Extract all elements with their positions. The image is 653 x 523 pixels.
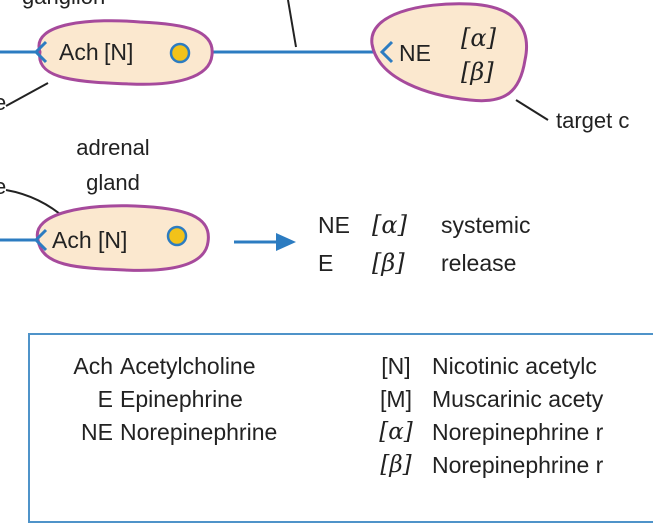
legend-name-acetylcholine: Acetylcholine bbox=[120, 353, 256, 379]
release-abbr-ne: NE bbox=[318, 212, 350, 238]
left-label-1: e bbox=[0, 90, 6, 115]
diagram-canvas: ganglion Ach [N] e NE [α] [β] target c a… bbox=[0, 0, 629, 277]
adrenal-receptor: [N] bbox=[98, 227, 127, 253]
adrenal-synapse-icon bbox=[33, 228, 48, 252]
legend-receptor-n: [N] bbox=[381, 353, 411, 379]
adrenal-label-line2: gland bbox=[86, 170, 140, 195]
legend-receptor-name-column: Nicotinic acetylc Muscarinic acety Norep… bbox=[432, 350, 603, 482]
target-cell bbox=[370, 2, 528, 103]
legend-receptor-alpha: [α] bbox=[379, 419, 413, 445]
legend-receptor-name-beta: Norepinephrine r bbox=[432, 452, 604, 478]
pointer-line-target bbox=[515, 99, 549, 121]
ganglion-terminal-icon bbox=[169, 42, 191, 64]
release-abbr-e: E bbox=[318, 250, 333, 276]
legend-abbr-ne: NE bbox=[81, 419, 113, 445]
pointer-line-left-1 bbox=[5, 82, 49, 107]
legend-receptor-name-nicotinic: Nicotinic acetylc bbox=[432, 353, 597, 379]
left-label-2: e bbox=[0, 174, 6, 199]
release-arrow-icon bbox=[276, 233, 296, 251]
adrenal-cell bbox=[35, 204, 210, 272]
release-text-release: release bbox=[441, 250, 516, 276]
legend-abbreviation-column: Ach E NE bbox=[47, 350, 113, 449]
adrenal-neurotransmitter: Ach bbox=[52, 227, 92, 253]
legend-receptor-symbol-column: [N] [M] [α] [β] bbox=[368, 350, 424, 482]
target-synapse-icon bbox=[379, 40, 394, 64]
target-receptor-alpha: [α] bbox=[461, 24, 497, 52]
release-receptor-beta: [β] bbox=[372, 249, 405, 277]
adrenal-label-line1: adrenal bbox=[76, 135, 149, 160]
target-receptor-beta: [β] bbox=[461, 58, 494, 86]
legend-abbr-ach: Ach bbox=[73, 353, 113, 379]
legend-receptor-name-muscarinic: Muscarinic acety bbox=[432, 386, 604, 412]
legend-receptor-beta: [β] bbox=[380, 452, 412, 478]
ganglion-synapse-icon bbox=[33, 40, 48, 64]
release-receptor-alpha: [α] bbox=[372, 211, 408, 239]
ganglion-receptor: [N] bbox=[104, 39, 133, 65]
ganglion-cell bbox=[37, 19, 214, 86]
target-neurotransmitter: NE bbox=[399, 40, 431, 66]
legend-receptor-name-alpha: Norepinephrine r bbox=[432, 419, 604, 445]
legend-name-epinephrine: Epinephrine bbox=[120, 386, 243, 412]
adrenal-terminal-icon bbox=[166, 225, 188, 247]
top-partial-label: ganglion bbox=[22, 0, 105, 9]
legend-abbr-e: E bbox=[97, 386, 113, 412]
legend-name-column: Acetylcholine Epinephrine Norepinephrine bbox=[120, 350, 277, 449]
legend-name-norepinephrine: Norepinephrine bbox=[120, 419, 278, 445]
pointer-line-top bbox=[287, 0, 297, 48]
release-text-systemic: systemic bbox=[441, 212, 530, 238]
target-cell-label: target c bbox=[556, 108, 629, 133]
legend-receptor-m: [M] bbox=[380, 386, 412, 412]
ganglion-neurotransmitter: Ach bbox=[59, 39, 99, 65]
